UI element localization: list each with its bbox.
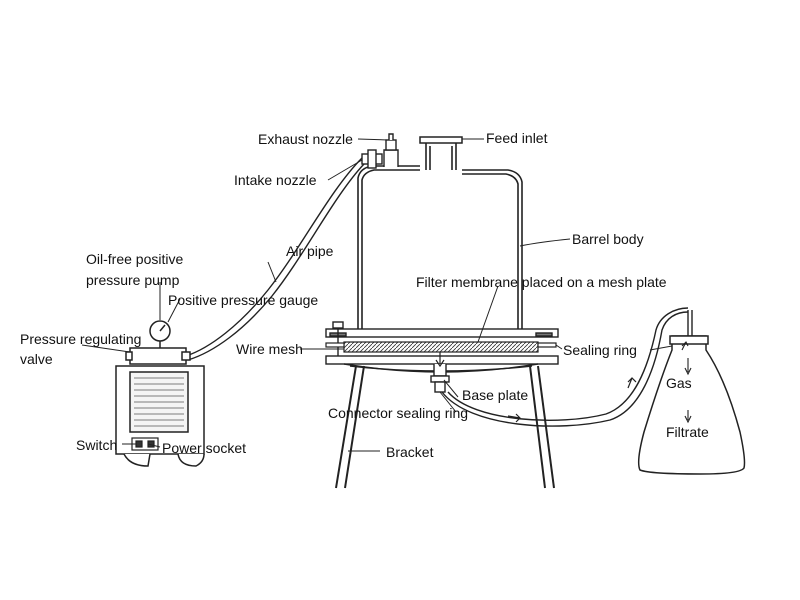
filter-membrane xyxy=(343,341,539,353)
intake-nozzle xyxy=(361,149,383,169)
barrel-body xyxy=(357,143,523,330)
power-socket-label: Power socket xyxy=(162,440,247,456)
sealing-ring-label: Sealing ring xyxy=(563,342,637,358)
pressure-gauge-label: Positive pressure gauge xyxy=(168,292,319,308)
pump-label-line1: Oil-free positive xyxy=(86,251,184,267)
sealing-ring-right xyxy=(537,342,557,348)
base-plate-label: Base plate xyxy=(462,387,529,403)
feed-inlet-label: Feed inlet xyxy=(486,130,548,146)
gas-label: Gas xyxy=(666,375,692,391)
leader-lines xyxy=(81,138,673,452)
filter-membrane-label: Filter membrane placed on a mesh plate xyxy=(416,274,667,290)
clamp-bolt xyxy=(332,321,344,360)
switch-label: Switch xyxy=(76,437,118,453)
upper-flange xyxy=(325,328,559,338)
filtrate-flask xyxy=(637,335,746,475)
flow-arrows xyxy=(507,377,637,423)
flow-arrow-down xyxy=(435,352,445,368)
air-pipe-label: Air pipe xyxy=(286,243,334,259)
sealing-ring-left xyxy=(325,342,345,348)
intake-nozzle-label: Intake nozzle xyxy=(234,172,317,188)
exhaust-nozzle-label: Exhaust nozzle xyxy=(258,131,353,147)
bracket-label: Bracket xyxy=(386,444,434,460)
pump-top-valve xyxy=(125,340,191,365)
air-pipe xyxy=(185,157,365,361)
filtrate-label: Filtrate xyxy=(666,424,709,440)
flask-arrows xyxy=(681,341,692,424)
exhaust-nozzle xyxy=(383,133,399,167)
pump-grille xyxy=(134,377,184,427)
pump-label-line2: pressure pump xyxy=(86,272,180,288)
wire-mesh-label: Wire mesh xyxy=(236,341,303,357)
bracket xyxy=(335,365,555,489)
feed-inlet-flange xyxy=(419,136,463,144)
pressure-gauge xyxy=(149,320,171,342)
connector-sealing-ring-label: Connector sealing ring xyxy=(328,405,469,421)
pump-switch-panel xyxy=(131,437,159,451)
regulating-valve-label-line2: valve xyxy=(20,351,53,367)
regulating-valve-label-line1: Pressure regulating xyxy=(20,331,142,347)
connector-sealing-ring xyxy=(430,364,450,393)
barrel-body-label: Barrel body xyxy=(572,231,644,247)
